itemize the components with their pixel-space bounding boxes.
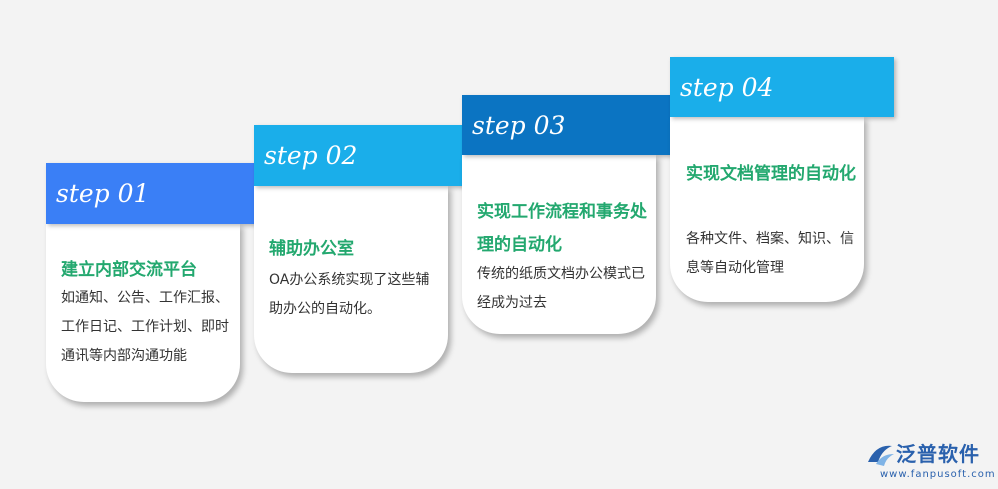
logo-icon (868, 445, 894, 466)
step-label-4: step 04 (670, 57, 894, 117)
step-title-2: 辅助办公室 (269, 239, 354, 259)
step-desc-3: 传统的纸质文档办公模式已经成为过去 (477, 266, 645, 311)
logo-url: www.fanpusoft.com (880, 469, 996, 480)
step-title-3: 实现工作流程和事务处理的自动化 (477, 202, 647, 255)
step-title-1: 建立内部交流平台 (61, 260, 197, 280)
step-card-3 (462, 154, 656, 334)
step-title-4: 实现文档管理的自动化 (686, 164, 856, 184)
step-card-2 (254, 185, 448, 373)
step-card-1 (46, 223, 240, 402)
step-label-3: step 03 (462, 95, 686, 155)
step-label-1: step 01 (46, 163, 270, 224)
step-desc-2: OA办公系统实现了这些辅助办公的自动化。 (269, 272, 430, 317)
logo-name: 泛普软件 (896, 442, 980, 466)
step-desc-1: 如通知、公告、工作汇报、工作日记、工作计划、即时通讯等内部沟通功能 (61, 290, 229, 364)
step-label-2: step 02 (254, 125, 478, 186)
step-card-4 (670, 116, 864, 302)
step-desc-4: 各种文件、档案、知识、信息等自动化管理 (686, 231, 854, 276)
brand-logo: 泛普软件 www.fanpusoft.com (866, 440, 995, 485)
